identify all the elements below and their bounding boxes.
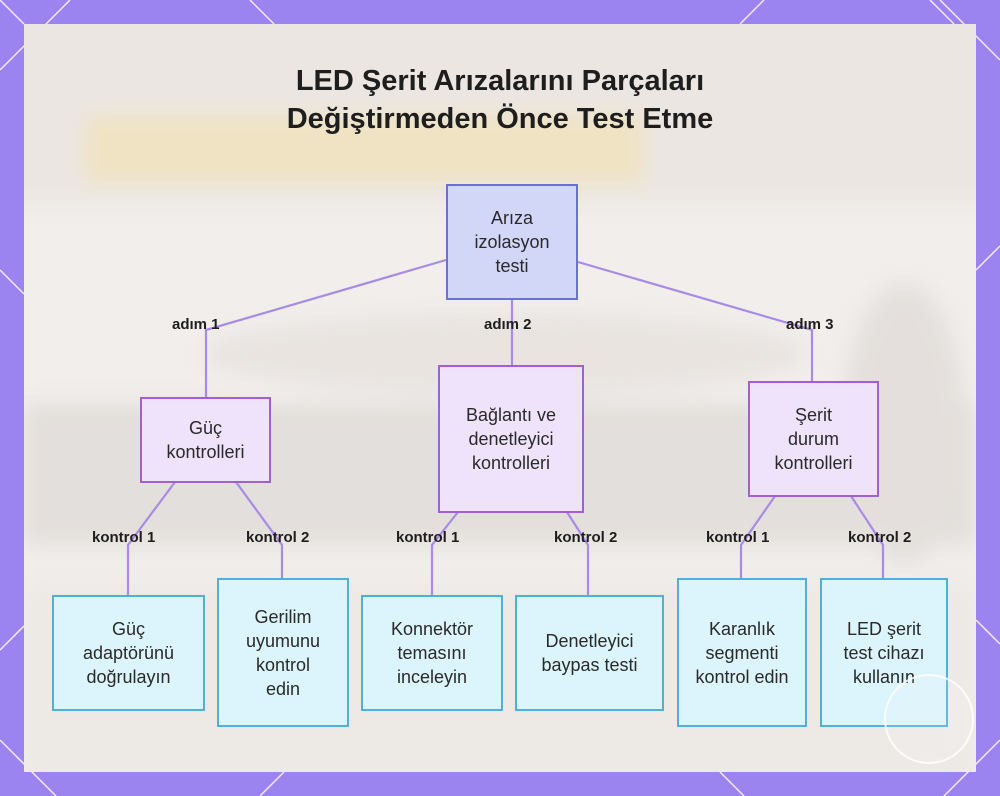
diagram-title: LED Şerit Arızalarını Parçaları Değiştir… [0,62,1000,138]
edge-label-check4: kontrol 2 [554,529,618,546]
step-node-connection: Bağlantı ve denetleyici kontrolleri [438,365,584,513]
check-node-dark-segment: Karanlık segmenti kontrol edin [677,578,807,727]
edge-label-step3: adım 3 [786,316,834,333]
edge-label-check3: kontrol 1 [396,529,460,546]
check-node-connector: Konnektör temasını inceleyin [361,595,503,711]
edge-root-step3 [577,260,814,382]
edge-label-check2: kontrol 2 [246,529,310,546]
title-line-1: LED Şerit Arızalarını Parçaları [295,65,705,97]
edge-step2-check3 [430,511,459,596]
edge-step1-check2 [235,481,284,579]
edge-label-check6: kontrol 2 [848,529,912,546]
edge-label-check5: kontrol 1 [706,529,770,546]
edge-label-check1: kontrol 1 [92,529,156,546]
step-node-strip: Şerit durum kontrolleri [748,381,879,497]
edge-step3-check5 [739,495,776,579]
edge-label-step2: adım 2 [484,316,532,333]
edge-root-step1 [204,258,447,398]
check-node-adapter: Güç adaptörünü doğrulayın [52,595,205,711]
edge-label-step1: adım 1 [172,316,220,333]
edge-step2-check4 [566,511,590,596]
check-node-controller-bypass: Denetleyici baypas testi [515,595,664,711]
root-node: Arıza izolasyon testi [446,184,578,300]
watermark-logo [884,674,974,764]
title-line-2: Değiştirmeden Önce Test Etme [286,103,714,135]
check-node-strip-tester: LED şerit test cihazı kullanın [820,578,948,727]
step-node-power: Güç kontrolleri [140,397,271,483]
edge-step1-check1 [126,481,176,596]
edge-step3-check6 [850,495,885,579]
check-node-voltage: Gerilim uyumunu kontrol edin [217,578,349,727]
